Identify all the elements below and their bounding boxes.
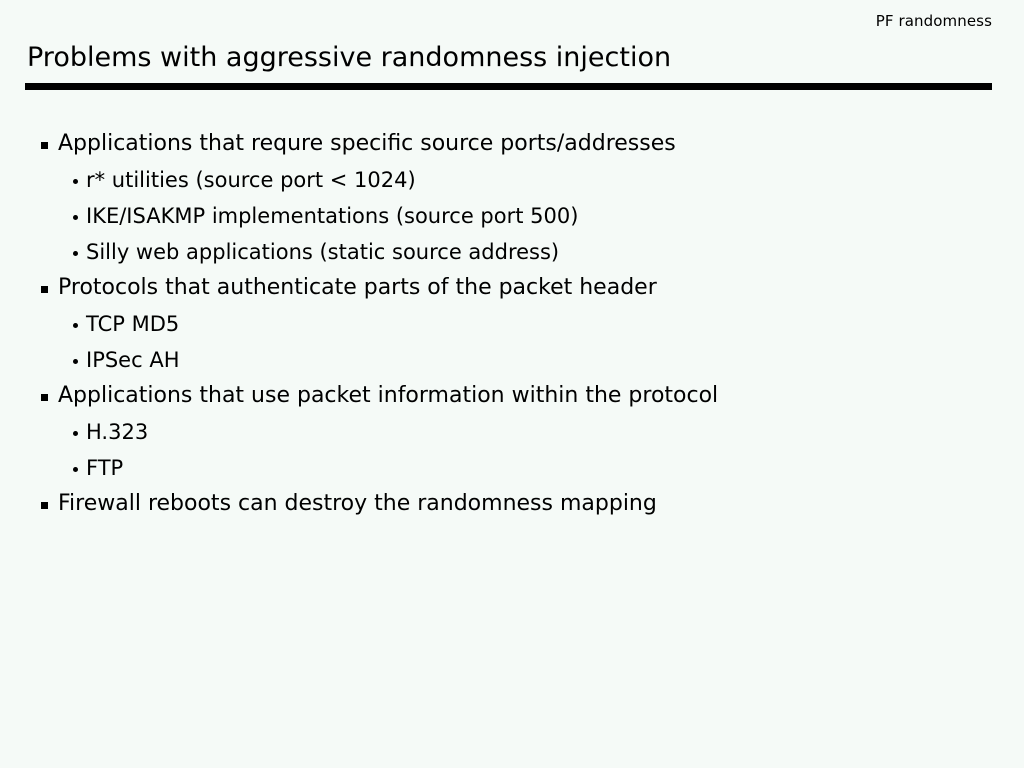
round-bullet-icon (73, 323, 78, 328)
round-bullet-icon (73, 215, 78, 220)
round-bullet-icon (73, 431, 78, 436)
bullet-item: IKE/ISAKMP implementations (source port … (0, 198, 1024, 234)
bullet-item: Applications that requre specific source… (0, 126, 1024, 162)
square-bullet-icon (41, 394, 48, 401)
bullet-text: Applications that use packet information… (58, 383, 719, 408)
bullet-item: Applications that use packet information… (0, 378, 1024, 414)
bullet-text: Firewall reboots can destroy the randomn… (58, 491, 657, 516)
slide-title: Problems with aggressive randomness inje… (27, 42, 672, 73)
bullet-text: FTP (86, 456, 124, 480)
title-underline-rule (25, 83, 992, 90)
bullet-text: IPSec AH (86, 348, 180, 372)
bullet-item: Silly web applications (static source ad… (0, 234, 1024, 270)
bullet-item: Protocols that authenticate parts of the… (0, 270, 1024, 306)
round-bullet-icon (73, 359, 78, 364)
square-bullet-icon (41, 286, 48, 293)
bullet-text: TCP MD5 (86, 312, 180, 336)
round-bullet-icon (73, 467, 78, 472)
bullet-text: Protocols that authenticate parts of the… (58, 275, 657, 300)
bullet-text: Applications that requre specific source… (58, 131, 676, 156)
bullet-item: IPSec AH (0, 342, 1024, 378)
round-bullet-icon (73, 251, 78, 256)
bullet-text: H.323 (86, 420, 149, 444)
square-bullet-icon (41, 142, 48, 149)
bullet-item: r* utilities (source port < 1024) (0, 162, 1024, 198)
bullet-text: Silly web applications (static source ad… (86, 240, 560, 264)
bullet-item: Firewall reboots can destroy the randomn… (0, 486, 1024, 522)
slide-bullet-list: Applications that requre specific source… (0, 126, 1024, 522)
bullet-text: IKE/ISAKMP implementations (source port … (86, 204, 579, 228)
bullet-item: TCP MD5 (0, 306, 1024, 342)
bullet-item: FTP (0, 450, 1024, 486)
slide-header-label: PF randomness (875, 12, 992, 30)
bullet-item: H.323 (0, 414, 1024, 450)
round-bullet-icon (73, 179, 78, 184)
bullet-text: r* utilities (source port < 1024) (86, 168, 416, 192)
square-bullet-icon (41, 502, 48, 509)
